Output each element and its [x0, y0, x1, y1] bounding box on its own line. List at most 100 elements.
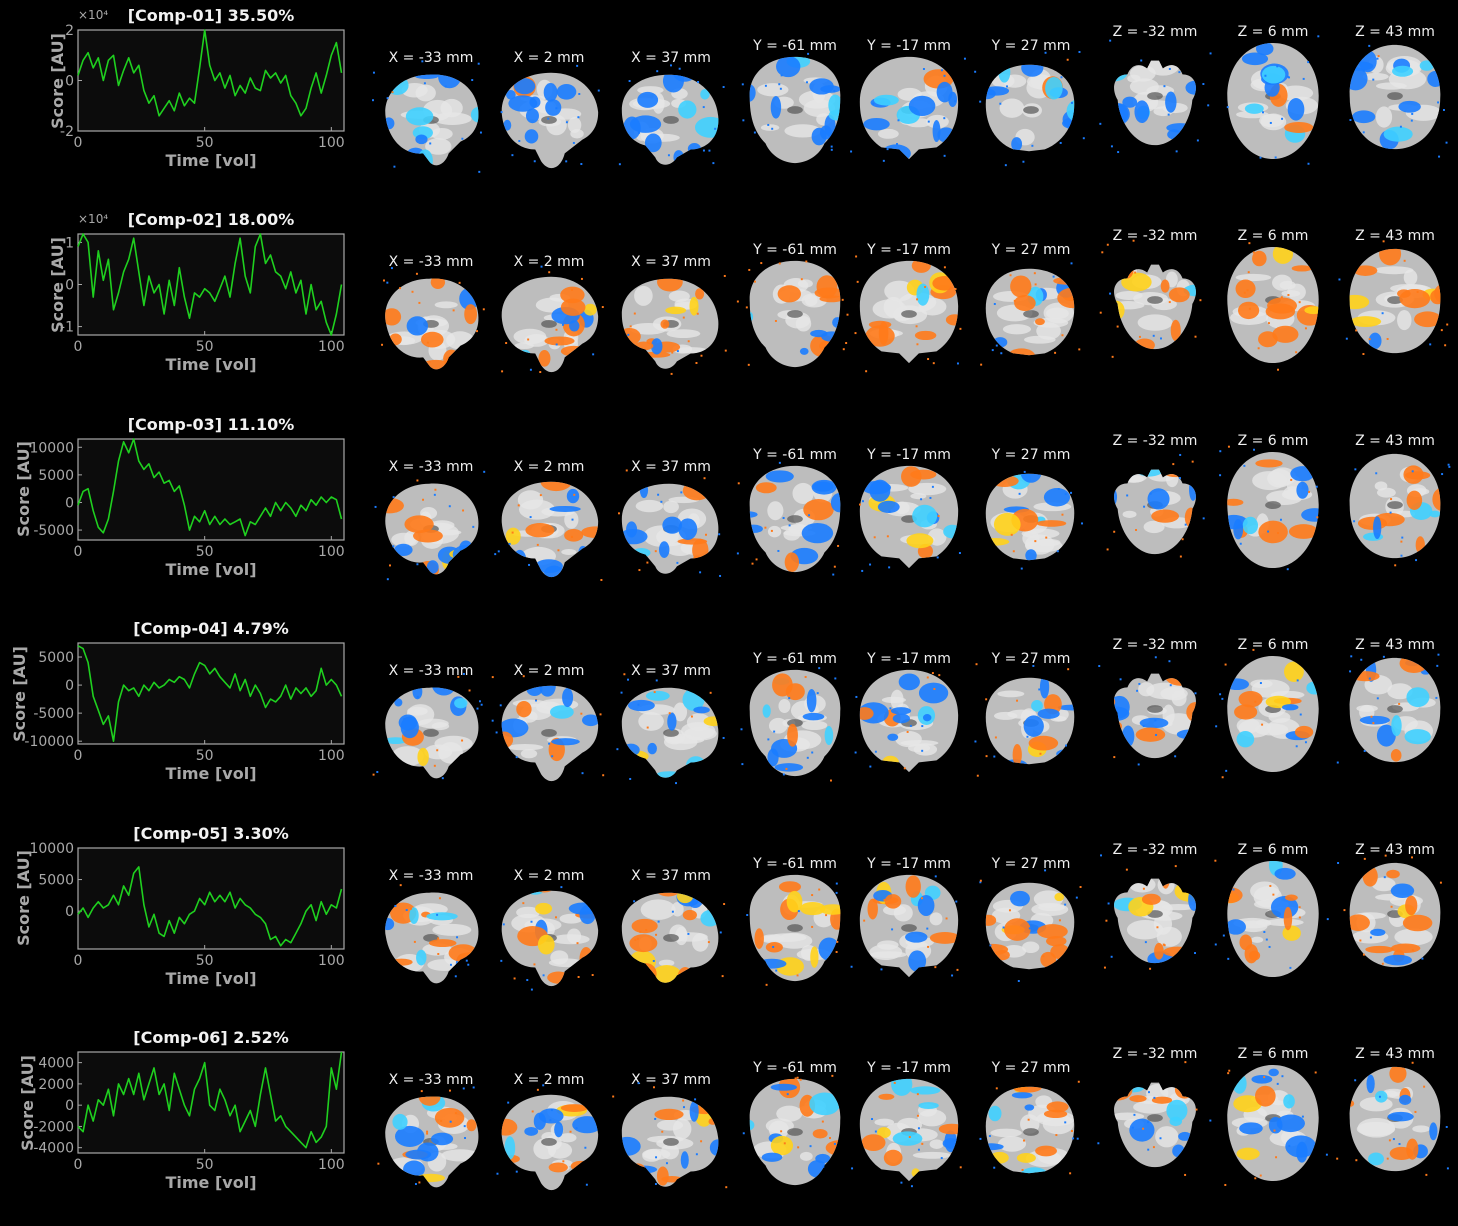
white-matter: [1155, 1126, 1179, 1148]
white-matter: [1375, 82, 1407, 90]
negative-activation: [1176, 729, 1196, 740]
negative-activation: [627, 1165, 658, 1174]
negative-activation: [812, 481, 834, 492]
speckle: [576, 941, 579, 944]
negative-activation: [767, 748, 779, 767]
speckle: [1054, 352, 1057, 355]
white-matter: [658, 959, 675, 966]
speckle: [1099, 312, 1102, 315]
speckle: [410, 907, 413, 910]
slice-coordinate-label: Y = 27 mm: [991, 651, 1071, 668]
negative-activation: [932, 120, 941, 143]
speckle: [1381, 312, 1384, 315]
ventricle: [1147, 1114, 1163, 1122]
positive-activation: [1406, 490, 1423, 510]
white-matter: [570, 128, 584, 139]
speckle: [627, 334, 630, 337]
negative-activation: [1066, 99, 1075, 122]
positive-activation: [1114, 697, 1116, 708]
positive-activation: [654, 1108, 684, 1121]
speckle: [433, 493, 436, 496]
speckle: [1317, 35, 1320, 38]
speckle: [831, 1074, 834, 1077]
negative-activation: [426, 560, 439, 574]
positive-activation: [1349, 295, 1370, 310]
speckle: [940, 69, 943, 72]
speckle: [725, 1186, 728, 1189]
negative-activation: [1290, 465, 1315, 482]
speckle: [694, 1098, 697, 1101]
positive-activation: [1134, 338, 1155, 350]
component-title: [Comp-02] 18.00%: [127, 210, 295, 230]
speckle: [1259, 682, 1262, 685]
white-matter: [776, 1105, 803, 1122]
speckle: [927, 945, 930, 948]
speckle: [539, 371, 542, 374]
slice-coordinate-label: X = 37 mm: [631, 254, 711, 271]
positive-activation: [1351, 671, 1380, 682]
white-matter: [929, 911, 943, 926]
positive-activation: [570, 1160, 591, 1172]
speckle: [1110, 955, 1113, 958]
slice-coordinate-label: Y = -17 mm: [867, 242, 951, 259]
negative-activation: [438, 74, 462, 89]
speckle: [454, 974, 457, 977]
speckle: [1261, 111, 1264, 114]
negative-activation: [1287, 97, 1305, 121]
speckle: [943, 74, 946, 77]
negative-activation: [538, 1108, 564, 1124]
speckle: [811, 893, 814, 896]
negative-activation: [1349, 67, 1368, 91]
speckle: [476, 707, 479, 710]
speckle: [1138, 683, 1141, 686]
speckle: [1267, 530, 1270, 533]
speckle: [600, 578, 603, 581]
negative-activation: [385, 75, 409, 95]
speckle: [554, 915, 557, 918]
speckle: [548, 271, 551, 274]
positive-activation: [1415, 536, 1425, 554]
speckle: [954, 288, 957, 291]
speckle: [1004, 164, 1007, 167]
speckle: [1246, 289, 1249, 292]
speckle: [1269, 884, 1272, 887]
speckle: [572, 141, 575, 144]
speckle: [675, 782, 677, 785]
slice-coordinate-label: Z = 6 mm: [1237, 637, 1309, 654]
speckle: [372, 71, 375, 74]
positive-activation: [754, 927, 764, 949]
positive-activation: [819, 903, 841, 915]
positive-activation: [1349, 1099, 1355, 1108]
negative-activation: [406, 316, 429, 336]
speckle: [751, 562, 754, 565]
speckle: [937, 514, 940, 517]
speckle: [676, 350, 679, 353]
speckle: [783, 1142, 786, 1145]
speckle: [1377, 55, 1380, 58]
white-matter: [635, 499, 664, 513]
ventricle: [423, 729, 439, 738]
speckle: [993, 1166, 996, 1169]
speckle: [719, 931, 722, 934]
ventricle: [663, 1138, 679, 1146]
negative-activation: [1268, 1068, 1279, 1077]
negative-activation: [1183, 284, 1196, 297]
negative-activation: [1251, 1075, 1273, 1084]
positive-activation: [1147, 250, 1165, 264]
speckle: [748, 269, 751, 272]
speckle: [393, 165, 396, 168]
speckle: [888, 510, 891, 513]
speckle: [1288, 1144, 1291, 1147]
speckle: [1360, 658, 1363, 661]
white-matter: [558, 1133, 577, 1143]
speckle: [381, 344, 384, 347]
slice-coordinate-label: Y = -61 mm: [753, 242, 837, 259]
brain-slice-image: [1227, 242, 1319, 372]
negative-activation: [639, 483, 649, 498]
negative-activation: [1114, 706, 1130, 722]
white-matter: [908, 482, 947, 495]
positive-activation: [1004, 917, 1031, 941]
negative-activation: [1390, 883, 1415, 898]
speckle: [818, 888, 821, 891]
speckle: [1445, 141, 1448, 144]
